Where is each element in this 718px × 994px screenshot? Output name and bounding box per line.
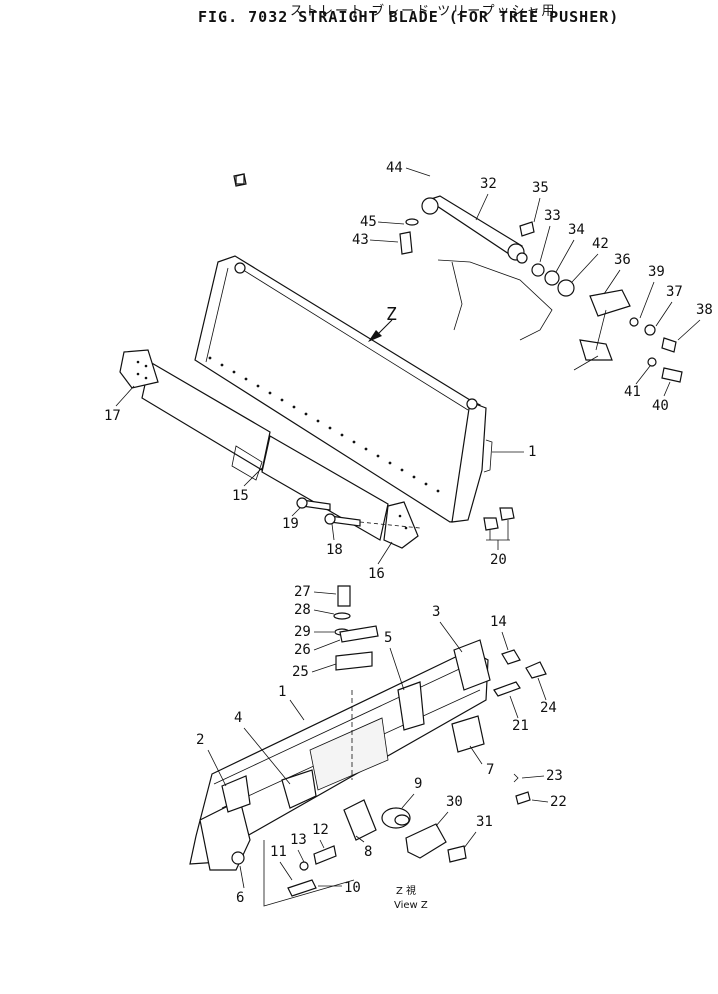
callout-38: 38 (696, 302, 713, 318)
callout-45: 45 (360, 214, 377, 230)
callout-34: 34 (568, 222, 585, 238)
callout-21: 21 (512, 718, 529, 734)
callout-29: 29 (294, 624, 311, 640)
callout-24: 24 (540, 700, 557, 716)
blade-assembly-view-z (189, 585, 547, 907)
callout-42: 42 (592, 236, 609, 252)
callout-27: 27 (294, 584, 311, 600)
callout-30: 30 (446, 794, 463, 810)
japanese-title: ストレート ブレード ツリープッシャ用 (290, 4, 557, 19)
callout-10: 10 (344, 880, 361, 896)
callout-25: 25 (292, 664, 309, 680)
callouts-upper: 44 32 35 45 33 43 34 42 36 39 37 38 41 4… (104, 160, 713, 582)
callout-44: 44 (386, 160, 403, 176)
view-z-letter: Z (386, 304, 397, 325)
callout-2: 2 (196, 732, 204, 748)
callout-20: 20 (490, 552, 507, 568)
callout-43: 43 (352, 232, 369, 248)
callout-22: 22 (550, 794, 567, 810)
callout-31: 31 (476, 814, 493, 830)
callout-37: 37 (666, 284, 683, 300)
callout-9: 9 (414, 776, 422, 792)
callout-7: 7 (486, 762, 494, 778)
figure-title: FIG. 7032 STRAIGHT BLADE (FOR TREE PUSHE… (198, 8, 620, 26)
callout-11: 11 (270, 844, 287, 860)
callout-4: 4 (234, 710, 242, 726)
callout-19: 19 (282, 516, 299, 532)
callout-23: 23 (546, 768, 563, 784)
callout-41: 41 (624, 384, 641, 400)
blade-bolt-holes (208, 356, 440, 493)
callout-14: 14 (490, 614, 507, 630)
callout-15: 15 (232, 488, 249, 504)
callout-26: 26 (294, 642, 311, 658)
callout-13: 13 (290, 832, 307, 848)
callout-3: 3 (432, 604, 440, 620)
callout-1-upper: 1 (528, 444, 536, 460)
callout-5: 5 (384, 630, 392, 646)
callout-18: 18 (326, 542, 343, 558)
callout-6: 6 (236, 890, 244, 906)
callout-1-lower: 1 (278, 684, 286, 700)
view-z-caption: View Z (394, 900, 428, 911)
callout-35: 35 (532, 180, 549, 196)
view-z-caption-jp: Z 視 (396, 884, 416, 897)
callout-36: 36 (614, 252, 631, 268)
callout-28: 28 (294, 602, 311, 618)
callout-12: 12 (312, 822, 329, 838)
callouts-lower: 27 28 29 26 25 3 14 5 1 24 21 4 2 7 23 2… (196, 584, 567, 906)
callout-17: 17 (104, 408, 121, 424)
blade-assembly-upper: Z (119, 173, 683, 549)
callout-39: 39 (648, 264, 665, 280)
callout-40: 40 (652, 398, 669, 414)
callout-16: 16 (368, 566, 385, 582)
callout-33: 33 (544, 208, 561, 224)
callout-8: 8 (364, 844, 372, 860)
callout-32: 32 (480, 176, 497, 192)
